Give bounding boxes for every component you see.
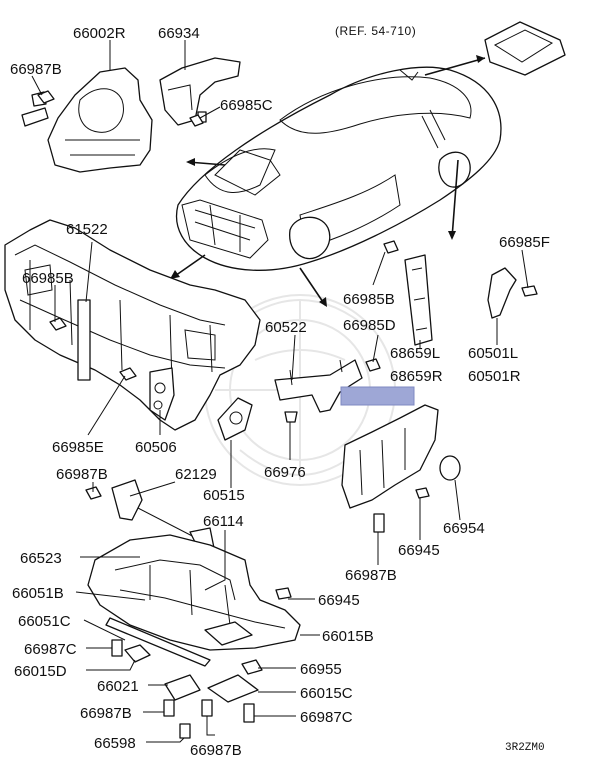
label-66985D: 66985D — [343, 317, 396, 334]
label-66987C-left: 66987C — [24, 641, 77, 658]
label-66945-low: 66945 — [318, 592, 360, 609]
label-66987B-top: 66987B — [10, 61, 62, 78]
reference-part-drawing — [484, 21, 566, 76]
label-68659L: 68659L — [390, 345, 440, 362]
label-61522: 61522 — [66, 221, 108, 238]
label-66987B-bottom: 66987B — [190, 742, 242, 759]
label-66987C-right: 66987C — [300, 709, 353, 726]
label-66976: 66976 — [264, 464, 306, 481]
label-62129: 62129 — [175, 466, 217, 483]
bracket-60501-drawing — [487, 267, 517, 319]
label-66523: 66523 — [20, 550, 62, 567]
label-66051B: 66051B — [12, 585, 64, 602]
diagram-code: 3R2ZM0 — [505, 742, 545, 754]
label-66985C: 66985C — [220, 97, 273, 114]
label-66985B-right: 66985B — [343, 291, 395, 308]
label-66945-right: 66945 — [398, 542, 440, 559]
under-cover-drawing — [87, 534, 301, 703]
seal-60515-drawing — [217, 397, 253, 441]
leader-lines — [31, 40, 529, 743]
fastener-drawings — [37, 90, 538, 739]
label-66015C: 66015C — [300, 685, 353, 702]
side-shield-drawing — [341, 404, 461, 509]
bracket-68659-drawing — [404, 254, 433, 346]
label-66954: 66954 — [443, 520, 485, 537]
direction-arrows — [170, 55, 486, 307]
label-66985B-left: 66985B — [22, 270, 74, 287]
highlighted-part-marker — [340, 386, 415, 406]
label-66987B-mid: 66987B — [56, 466, 108, 483]
reference-note: (REF. 54-710) — [335, 24, 416, 38]
label-66051C: 66051C — [18, 613, 71, 630]
label-60501R: 60501R — [468, 368, 521, 385]
label-68659R: 68659R — [390, 368, 443, 385]
label-66985F: 66985F — [499, 234, 550, 251]
label-66955: 66955 — [300, 661, 342, 678]
bracket-66002R-drawing — [21, 67, 153, 173]
label-66987B-right: 66987B — [345, 567, 397, 584]
label-66002R: 66002R — [73, 25, 126, 42]
label-60501L: 60501L — [468, 345, 518, 362]
label-60522: 60522 — [265, 319, 307, 336]
label-66015B: 66015B — [322, 628, 374, 645]
label-60515: 60515 — [203, 487, 245, 504]
label-66015D: 66015D — [14, 663, 67, 680]
label-60506: 60506 — [135, 439, 177, 456]
car-body-drawing — [176, 66, 502, 271]
part-labels: (REF. 54-710) 66002R 66934 66987B 66985C… — [10, 24, 550, 759]
label-66021: 66021 — [97, 678, 139, 695]
radiator-support-drawing — [4, 219, 261, 431]
label-66114: 66114 — [203, 513, 244, 530]
bracket-66934-drawing — [159, 57, 241, 126]
label-66987B-bottom-left: 66987B — [80, 705, 132, 722]
label-66598: 66598 — [94, 735, 136, 752]
bracket-60522-drawing — [274, 359, 363, 413]
label-66985E: 66985E — [52, 439, 104, 456]
label-66934: 66934 — [158, 25, 200, 42]
